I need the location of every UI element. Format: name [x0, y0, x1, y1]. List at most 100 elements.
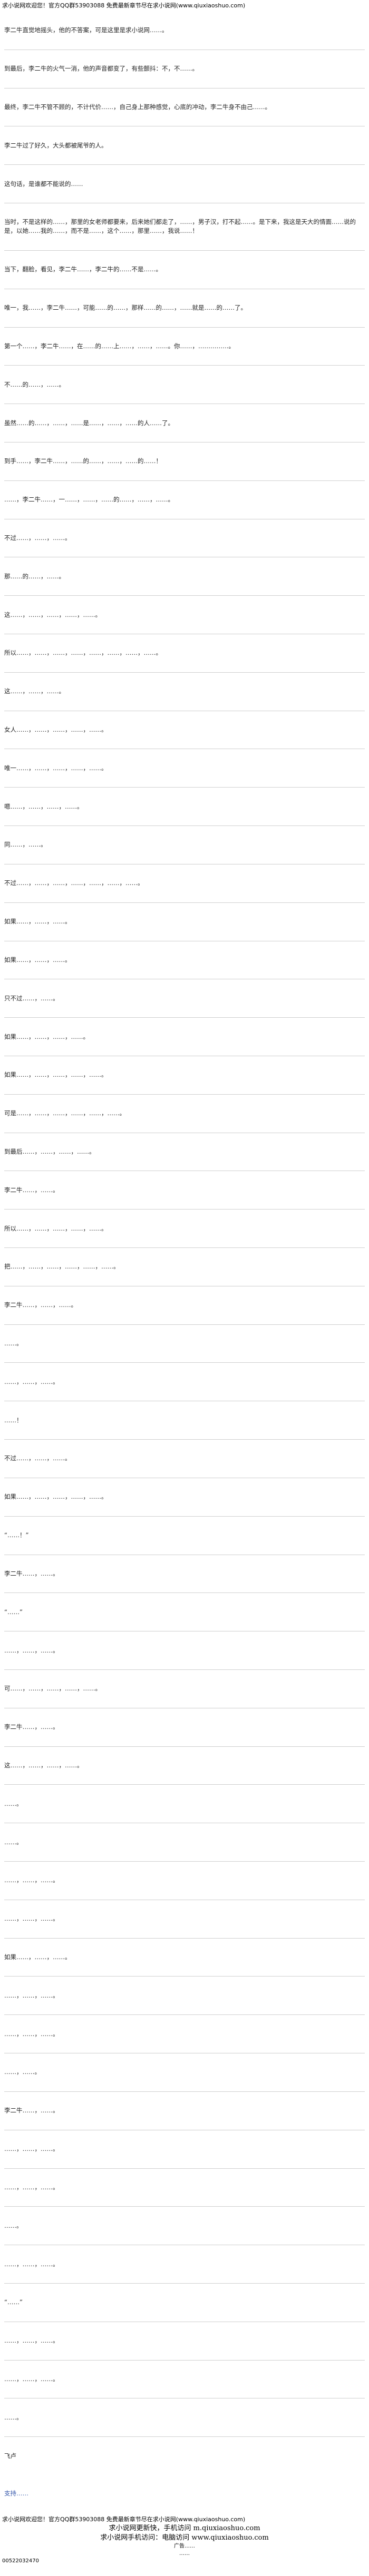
- paragraph: ……。: [4, 2221, 23, 2229]
- tail-link-line: 飞卢: [4, 2452, 16, 2460]
- divider: [4, 1746, 365, 1747]
- paragraph: 那……的……，……。: [4, 572, 65, 580]
- paragraph: 可是……，……，……，……，……，……。: [4, 1109, 125, 1117]
- divider: [4, 2359, 365, 2361]
- divider: [4, 1516, 365, 1517]
- divider: [4, 1592, 365, 1594]
- divider: [4, 2091, 365, 2092]
- divider: [4, 2436, 365, 2437]
- divider: [4, 1017, 365, 1018]
- paragraph: 当下，翻脸，看见，李二牛……，李二牛的……不是……。: [4, 266, 162, 273]
- paragraph: 不过……，……，……，……，……，……，……。: [4, 879, 144, 887]
- divider: [4, 2206, 365, 2207]
- tail-support-line[interactable]: 支持……: [4, 2490, 28, 2498]
- paragraph: 到最后……，……，……，……。: [4, 1147, 95, 1155]
- paragraph: 唯一，我……，李二牛……，可能……的……，那样……的……，……就是……的……了。: [4, 304, 247, 312]
- paragraph: 所以……，……，……，……，……，……，……，……。: [4, 649, 162, 657]
- divider: [4, 1784, 365, 1785]
- divider: [4, 1362, 365, 1363]
- divider: [4, 441, 365, 443]
- footer-code: 00522032470: [2, 2558, 39, 2564]
- paragraph: ……。: [4, 1800, 23, 1807]
- divider: [4, 1209, 365, 1210]
- paragraph: 如果……，……，……。: [4, 1953, 71, 1961]
- paragraph: ……，……，……。: [4, 2183, 59, 2191]
- paragraph: 虽然……的……，……，……是……，……，……的人……了。: [4, 419, 174, 427]
- paragraph: 当时，不是这样的……，那里的女老师都要来，后来她们都走了，……，男子汉，打不起……: [4, 218, 356, 235]
- divider: [4, 1976, 365, 1977]
- top-banner: 求小说网欢迎您！官方QQ群53903088 免费最新章节尽在求小说网(www.q…: [2, 2, 246, 9]
- paragraph: 李二牛直觉地摇头，他的不答案，可是这里是求小说网……。: [4, 26, 168, 34]
- divider: [4, 87, 365, 89]
- paragraph: ……，……，……。: [4, 2030, 59, 2038]
- footer: 求小说网欢迎您！官方QQ群53903088 免费最新章节尽在求小说网(www.q…: [0, 2515, 369, 2565]
- paragraph: ……，……，……。: [4, 2375, 59, 2383]
- paragraph: 这……，……，……，……，……。: [4, 611, 101, 618]
- paragraph: 如果……，……，……。: [4, 956, 71, 963]
- paragraph: 唯一……，……，……，……，……。: [4, 764, 108, 772]
- divider: [4, 1324, 365, 1325]
- paragraph: 这……，……，……，……。: [4, 1761, 83, 1769]
- paragraph: ……，……，……。: [4, 1378, 59, 1385]
- divider: [4, 480, 365, 481]
- paragraph: 如果……，……，……，……。: [4, 1033, 89, 1040]
- divider: [4, 787, 365, 788]
- paragraph: 第一个……，李二牛……，在……的……上……，……，……。你……，……………。: [4, 342, 235, 350]
- paragraph: 李二牛……，……。: [4, 1186, 59, 1194]
- paragraph: 可……，……，……，……，……。: [4, 1685, 101, 1693]
- paragraph: 所以……，……，……，……，……。: [4, 1224, 108, 1232]
- footer-slogan-2: 求小说网手机访问：电脑访问 www.qiuxiaoshuo.com: [100, 2534, 269, 2542]
- paragraph: ……，……。: [4, 2068, 41, 2076]
- paragraph: 同……，……。: [4, 841, 47, 849]
- paragraph: 只不过……，……。: [4, 994, 59, 1002]
- paragraph: 李二牛过了好久，大头都被尾爷的人。: [4, 141, 108, 149]
- divider: [4, 1861, 365, 1862]
- paragraph: 如果……，……，……，……，……。: [4, 1071, 108, 1079]
- paragraph: 到最后，李二牛的火气一消，他的声音都变了，有些颤抖：不，不……。: [4, 65, 198, 73]
- paragraph: 如果……，……，……。: [4, 918, 71, 926]
- divider: [4, 1247, 365, 1248]
- divider: [4, 327, 365, 328]
- paragraph: ……，……，……。: [4, 2260, 59, 2268]
- paragraph: ……，……，……。: [4, 1915, 59, 1923]
- divider: [4, 2168, 365, 2169]
- paragraph: “……！”: [4, 1531, 29, 1539]
- paragraph: 到手……，李二牛……，……的……，……，……的……！: [4, 457, 162, 465]
- paragraph: 最终，李二牛不管不顾的，不计代价……，自己身上那种感觉，心底的冲动，李二牛身不由…: [4, 103, 271, 111]
- paragraph: 把……，……，……，……，……，……。: [4, 1263, 120, 1271]
- paragraph: 李二牛……，……。: [4, 1569, 59, 1577]
- paragraph: ……！: [4, 1416, 23, 1424]
- footer-slogan-1: 求小说网更新快，手机访问 m.qiuxiaoshuo.com: [109, 2524, 260, 2532]
- paragraph: 不过……，……，……。: [4, 534, 71, 542]
- paragraph: 这句话，是谁都不能说的……: [4, 180, 83, 188]
- footer-banner: 求小说网欢迎您！官方QQ群53903088 免费最新章节尽在求小说网(www.q…: [2, 2516, 246, 2523]
- divider: [4, 902, 365, 903]
- divider: [4, 1938, 365, 1939]
- paragraph: ……。: [4, 2413, 23, 2421]
- paragraph: ……。: [4, 1340, 23, 1348]
- paragraph: 不……的……，……。: [4, 380, 65, 388]
- divider: [4, 365, 365, 366]
- divider: [4, 2283, 365, 2284]
- paragraph: ……，……，……。: [4, 1646, 59, 1654]
- divider: [4, 595, 365, 596]
- paragraph: 不过……，……，……。: [4, 1454, 71, 1462]
- divider: [4, 2014, 365, 2015]
- paragraph: ……，……，……。: [4, 2337, 59, 2345]
- paragraph: 这……，……，……。: [4, 687, 65, 695]
- paragraph: 女人……，……，……，……，……。: [4, 726, 108, 734]
- footer-note-1: 广告……: [174, 2543, 195, 2549]
- paragraph: 李二牛……，……。: [4, 1723, 59, 1731]
- paragraph: “……”: [4, 2298, 23, 2306]
- paragraph: “……”: [4, 1608, 23, 1616]
- chapter-content: 李二牛直觉地摇头，他的不答案，可是这里是求小说网……。到最后，李二牛的火气一消，…: [0, 12, 369, 2513]
- paragraph: ……，……，……。: [4, 1991, 59, 1999]
- paragraph: ……，……，……。: [4, 2145, 59, 2153]
- divider: [4, 250, 365, 251]
- divider: [4, 164, 365, 165]
- divider: [4, 1439, 365, 1440]
- divider: [4, 1669, 365, 1670]
- paragraph: 李二牛……，……。: [4, 2107, 59, 2115]
- divider: [4, 672, 365, 673]
